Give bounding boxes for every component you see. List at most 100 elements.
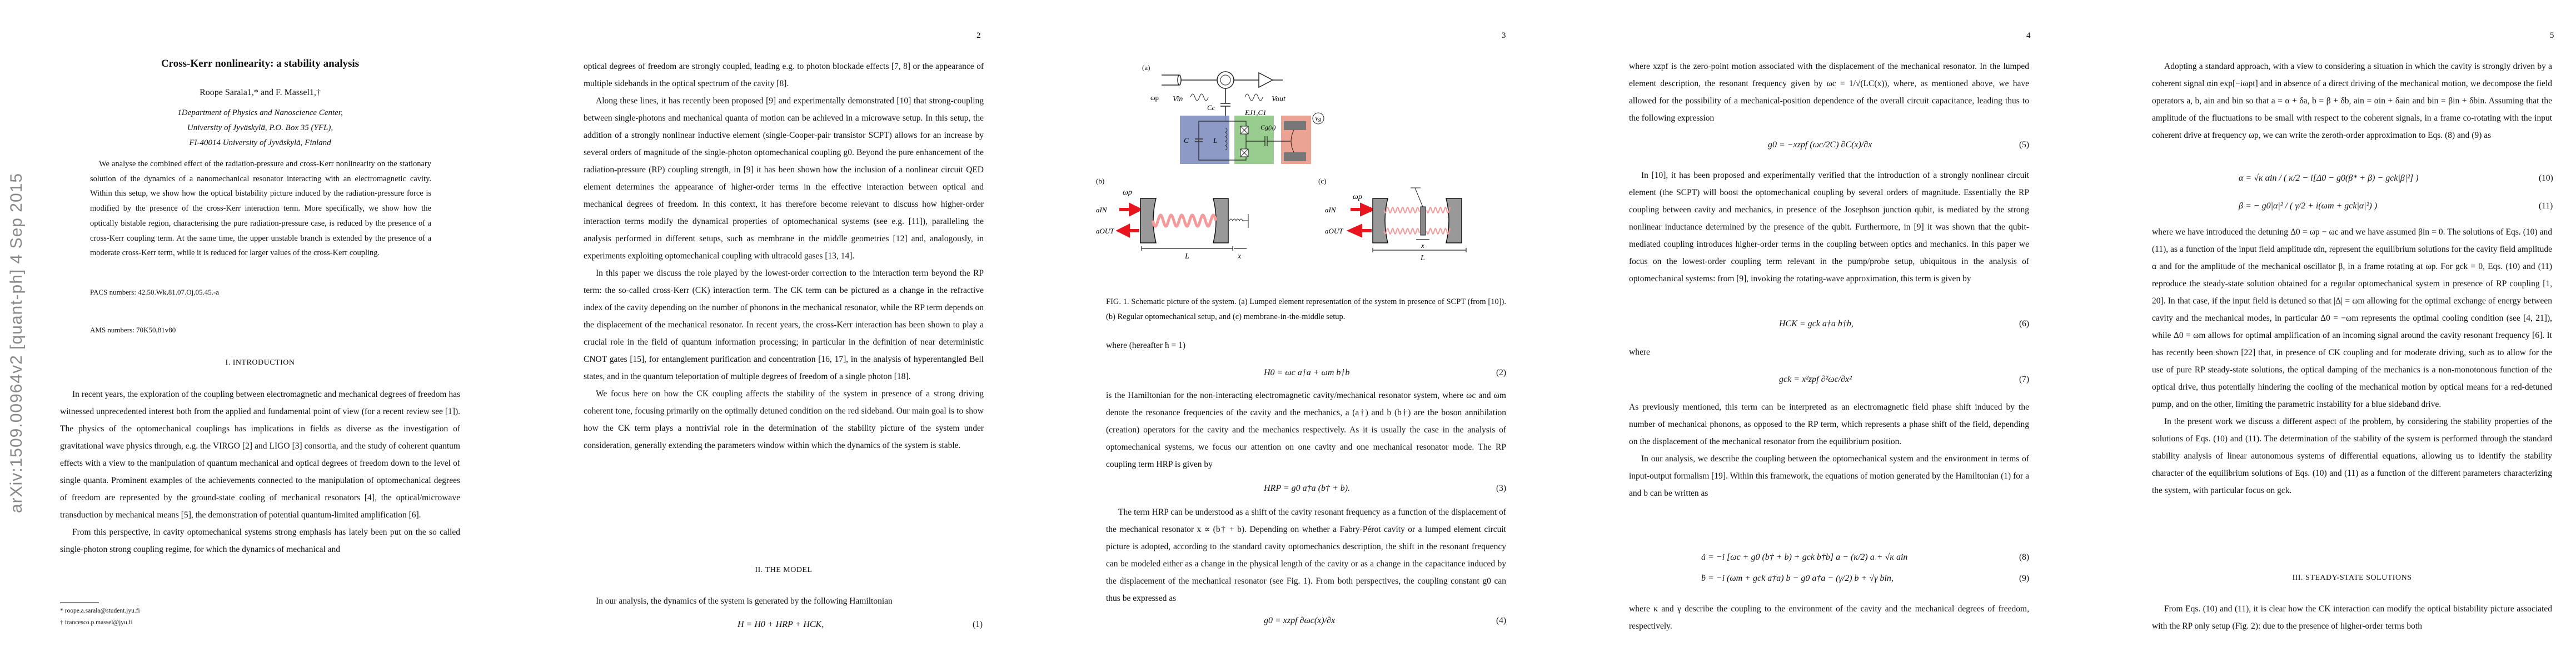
page4-body: As previously mentioned, this term can b… [1629,399,2029,502]
equation-9: ḃ = −i (ωm + gck a†a) b − g0 a†a − (γ/2)… [1701,574,1894,583]
paragraph: In recent years, the exploration of the … [60,390,460,520]
a-in-label-b: aIN [1096,206,1108,214]
paragraph: In the present work we discuss a differe… [2152,417,2552,495]
abstract: We analyse the combined effect of the ra… [90,160,431,258]
equation-3: HRP = g0 a†a (b† + b). [1264,484,1351,493]
omega-p-label: ωp [1150,93,1159,102]
paragraph: optical degrees of freedom are strongly … [584,62,984,88]
ams-numbers: AMS numbers: 70K50,81v80 [90,326,176,334]
where-text: where (hereafter ħ = 1) [1106,341,1185,350]
fig-label-c: (c) [1318,177,1326,185]
page-2: 2 optical degrees of freedom are strongl… [515,0,1030,667]
page2-body-2: In our analysis, the dynamics of the sys… [584,593,984,610]
circulator-arrow-icon [1220,74,1231,86]
membrane [1420,206,1426,236]
cg-label: Cg(x) [1260,123,1275,131]
page5-body: where we have introduced the detuning Δ0… [2152,223,2552,499]
circulator-icon [1217,71,1234,89]
c-label: C [1184,136,1189,145]
v-in-label: Vin [1173,95,1183,103]
page-4: 4 where xzpf is the zero-point motion as… [1546,0,2061,667]
authors: Roope Sarala1,* and F. Massel1,† [200,88,321,97]
capacitor-c-icon [1195,138,1203,142]
x-label-b: x [1237,252,1242,261]
input-arrow-icon [1119,202,1143,217]
coupling-capacitor [1220,88,1230,121]
equation-number: (1) [973,620,983,629]
page-5: 5 Adopting a standard approach, with a v… [2061,0,2576,667]
equation-number: (9) [2019,574,2030,583]
cc-label: Cc [1207,103,1215,112]
equation-number: (2) [1496,368,1507,377]
inductor-icon [1225,127,1228,151]
footnotes: * roope.a.sarala@student.jyu.fi † france… [60,605,140,629]
paragraph: Along these lines, it has recently been … [584,96,984,261]
a-out-label-c: aOUT [1325,227,1343,235]
paragraph: In [10], it has been proposed and experi… [1629,171,2029,283]
page-number: 3 [1502,31,1506,40]
pacs-numbers: PACS numbers: 42.50.Wk,81.07.Oj,05.45.-a [90,288,220,296]
paragraph: where κ and γ describe the coupling to t… [1629,604,2029,631]
equation-number: (7) [2019,375,2030,384]
equation-8: ȧ = −i [ωc + g0 (b† + b) + gck b†b] a − … [1701,552,1908,562]
equation-number: (10) [2539,173,2553,183]
length-label-c: L [1420,254,1425,262]
affiliation-line: 1Department of Physics and Nanoscience C… [177,108,343,117]
l-label: L [1213,136,1217,145]
output-arrow-icon [1346,223,1372,238]
page-number: 4 [2026,31,2031,40]
section-heading-introduction: I. INTRODUCTION [225,359,295,367]
amplifier-icon [1258,72,1274,88]
equation-number: (4) [1496,616,1507,625]
a-in-label-c: aIN [1325,206,1337,214]
paragraph: In our analysis, the dynamics of the sys… [596,596,893,606]
paragraph: As previously mentioned, this term can b… [1629,402,2029,446]
cavity-field-wave-c [1383,206,1451,235]
equation-2: H0 = ωc a†a + ωm b†b [1264,368,1350,377]
paragraph: The term HRP can be understood as a shif… [1106,507,1506,603]
paragraph: Adopting a standard approach, with a vie… [2152,62,2552,140]
fig-label-a: (a) [1142,63,1150,72]
equation-11: β = − g0|α|² / ( γ/2 + i(ωm + gck|α|²) ) [2239,201,2378,211]
paragraph: is the Hamiltonian for the non-interacti… [1106,391,1506,469]
paragraph: We focus here on how the CK coupling aff… [584,389,984,450]
equation-number: (8) [2019,552,2030,562]
page-1: Cross-Kerr nonlinearity: a stability ana… [0,0,515,667]
equation-5: g0 = −xzpf (ωc/2C) ∂C(x)/∂x [1768,140,1872,150]
footnote: † francesco.p.massel@jyu.fi [60,619,133,626]
a-out-label-b: aOUT [1096,227,1114,235]
mirror-left-c [1372,198,1388,243]
equation-number: (11) [2539,201,2553,211]
gate-capacitor [1246,136,1291,146]
voltage-source-icon [1312,112,1324,125]
coax-connector-icon [1162,74,1182,86]
output-arrow-icon [1115,223,1139,238]
paragraph: From Eqs. (10) and (11), it is clear how… [2152,604,2552,631]
affiliation: 1Department of Physics and Nanoscience C… [60,106,460,151]
electrode-bottom [1284,152,1306,161]
equation-7: gck = x²zpf ∂²ωc/∂x² [1779,375,1852,384]
x-label-c: x [1421,241,1424,250]
length-bar-c [1372,248,1467,252]
paragraph: From this perspective, in cavity optomec… [60,527,460,554]
page-3: 3 (a) ωp Vin Vout Cc C L EJ1,C1 Cg(x) [1030,0,1546,667]
footnote-rule [60,602,99,603]
page-number: 5 [2550,31,2554,40]
equation-10: α = √κ αin / ( κ/2 − i[Δ0 − g0(β* + β) −… [2239,173,2419,183]
section-heading-steady-state: III. STEADY-STATE SOLUTIONS [2292,574,2412,582]
page2-body: optical degrees of freedom are strongly … [584,58,984,454]
equation-1: H = H0 + HRP + HCK, [738,620,824,629]
length-bar [1141,246,1247,251]
wave-in-icon [1190,93,1209,101]
equation-4: g0 = xzpf ∂ωc(x)/∂x [1264,616,1336,625]
footnote: * roope.a.sarala@student.jyu.fi [60,608,140,614]
equation-6: HCK = gck a†a b†b, [1779,319,1853,328]
omega-p-label-c: ωp [1353,193,1362,201]
mirror-right [1213,198,1229,243]
paper-title: Cross-Kerr nonlinearity: a stability ana… [161,58,360,69]
v-out-label: Vout [1272,95,1286,103]
mechanical-beam [1291,130,1294,153]
josephson-junction-icons [1240,126,1249,157]
equation-number: (6) [2019,319,2030,328]
equation-number: (3) [1496,484,1507,493]
